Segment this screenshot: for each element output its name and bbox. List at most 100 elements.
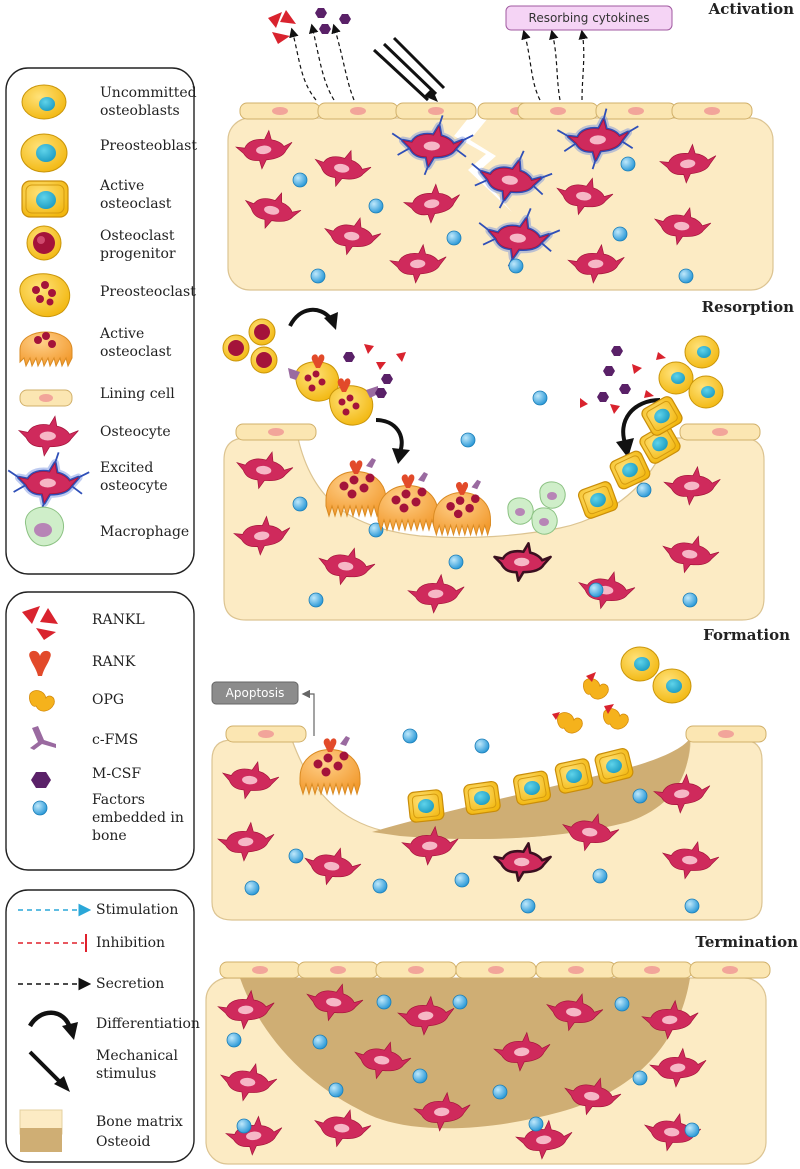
embedded-factor [632, 788, 648, 804]
embedded-factor [226, 1032, 242, 1048]
microcrack [448, 98, 512, 212]
osteocyte [562, 813, 620, 852]
inhibition-line-icon [18, 934, 87, 952]
opg-icon [29, 690, 55, 712]
lining-cell [225, 725, 307, 743]
active-osteoblast [513, 770, 551, 806]
preosteoblasts-formation [620, 646, 692, 704]
dying-osteocyte [493, 542, 552, 582]
excited-osteocyte [471, 150, 553, 209]
embedded-factor [292, 172, 308, 188]
osteocyte [235, 129, 293, 170]
embedded-factor [682, 592, 698, 608]
osteocyte [219, 1063, 278, 1102]
preosteoclast-icon [19, 273, 71, 318]
active-osteoblast [463, 780, 501, 816]
apoptotic-osteoclast [299, 736, 361, 796]
differentiation-arrow-1 [288, 307, 338, 330]
symbol-legend-box [5, 889, 195, 1163]
molecule_legend-label-0: RANKL [92, 612, 145, 628]
molecule_legend-label-1: RANK [92, 654, 136, 670]
secretion-arrows-activation [289, 23, 589, 101]
osteocyte [304, 847, 362, 886]
mechanical-stimulus-arrows [372, 36, 446, 102]
embedded-factor [244, 880, 260, 896]
active-osteoblast [641, 396, 683, 436]
lining-cell [455, 961, 537, 979]
resorption-panel [223, 423, 765, 621]
rankl-cluster-activation [268, 10, 296, 44]
lining-cell [375, 961, 457, 979]
m-csf-cluster-activation [315, 8, 351, 34]
lining-cell [235, 423, 317, 441]
cell_legend-label-1: Preosteoblast [100, 138, 197, 154]
osteoid-swatch-icon [20, 1128, 62, 1152]
preosteoclast-resorption-2 [329, 378, 378, 426]
molecule_legend-label-4: M-CSF [92, 766, 141, 782]
embedded-factor [368, 198, 384, 214]
rankl-mcsf-resorption-right [580, 346, 666, 414]
embedded-factor [528, 1116, 544, 1132]
molecule_legend-label-3: c-FMS [92, 732, 138, 748]
symbol_legend-label-1: Inhibition [96, 935, 165, 951]
active-osteoclast [325, 458, 387, 518]
osteocyte [661, 841, 720, 880]
lining-cell [517, 102, 599, 120]
preosteoblast-icon [20, 133, 68, 173]
symbol_legend-label-6: Osteoid [96, 1134, 150, 1150]
embedded-factor [520, 898, 536, 914]
resorbing-cytokines-label: Resorbing cytokines [529, 11, 650, 25]
lining-cell [671, 102, 753, 120]
lining-cell [395, 102, 477, 120]
embedded-factor [684, 898, 700, 914]
embedded-factor [532, 390, 548, 406]
osteocyte [407, 573, 465, 614]
embedded-factor [678, 268, 694, 284]
differentiation-arrow-3 [616, 398, 661, 458]
osteocyte [401, 825, 459, 866]
preosteoclast-resorption-1 [288, 354, 340, 402]
embedded-factor [592, 868, 608, 884]
osteocyte [653, 773, 711, 814]
osteocyte [314, 1109, 372, 1148]
c-fms-icon [30, 726, 56, 750]
osteocyte [389, 243, 447, 284]
embedded-factor [372, 878, 388, 894]
cell_legend-label-7: Osteocyte [100, 424, 171, 440]
embedded-factor [588, 582, 604, 598]
osteocyte [564, 1077, 622, 1116]
embedded-factor [454, 872, 470, 888]
cell_legend-label-6: Lining cell [100, 386, 175, 402]
m-csf-icon [31, 772, 51, 788]
osteoclast-progenitor-icon [26, 225, 62, 261]
osteocyte [236, 451, 294, 490]
excited-osteocyte [556, 108, 639, 170]
osteocyte [653, 207, 712, 246]
formation-panel [211, 725, 767, 921]
embedded-factor [460, 432, 476, 448]
lining-cell [679, 423, 761, 441]
active-osteoblast [577, 481, 619, 519]
apoptosis-label: Apoptosis [226, 686, 285, 700]
symbol_legend-label-5: Bone matrix [96, 1114, 183, 1130]
osteocyte [659, 143, 717, 184]
embedded-factor [312, 1034, 328, 1050]
active-osteoblast-icon [21, 180, 69, 218]
embedded-factor [612, 226, 628, 242]
active-osteoblast [639, 424, 681, 464]
macrophages-resorption [507, 481, 566, 535]
excited-osteocyte [478, 208, 561, 267]
osteocyte [546, 993, 604, 1032]
uncommitted-osteoblast-icon [21, 84, 67, 120]
legend-osteocyte [17, 415, 79, 457]
active-osteoclast-icon [19, 331, 73, 368]
osteocyte [244, 192, 302, 230]
bone-matrix-activation [227, 117, 774, 291]
embedded-factor [288, 848, 304, 864]
embedded-factor [684, 1122, 700, 1138]
stage-title-activation: Activation [708, 0, 794, 18]
osteocyte [233, 515, 291, 556]
osteocyte [402, 183, 460, 224]
cell_legend-label-9: Macrophage [100, 524, 189, 540]
osteocyte [221, 761, 280, 800]
